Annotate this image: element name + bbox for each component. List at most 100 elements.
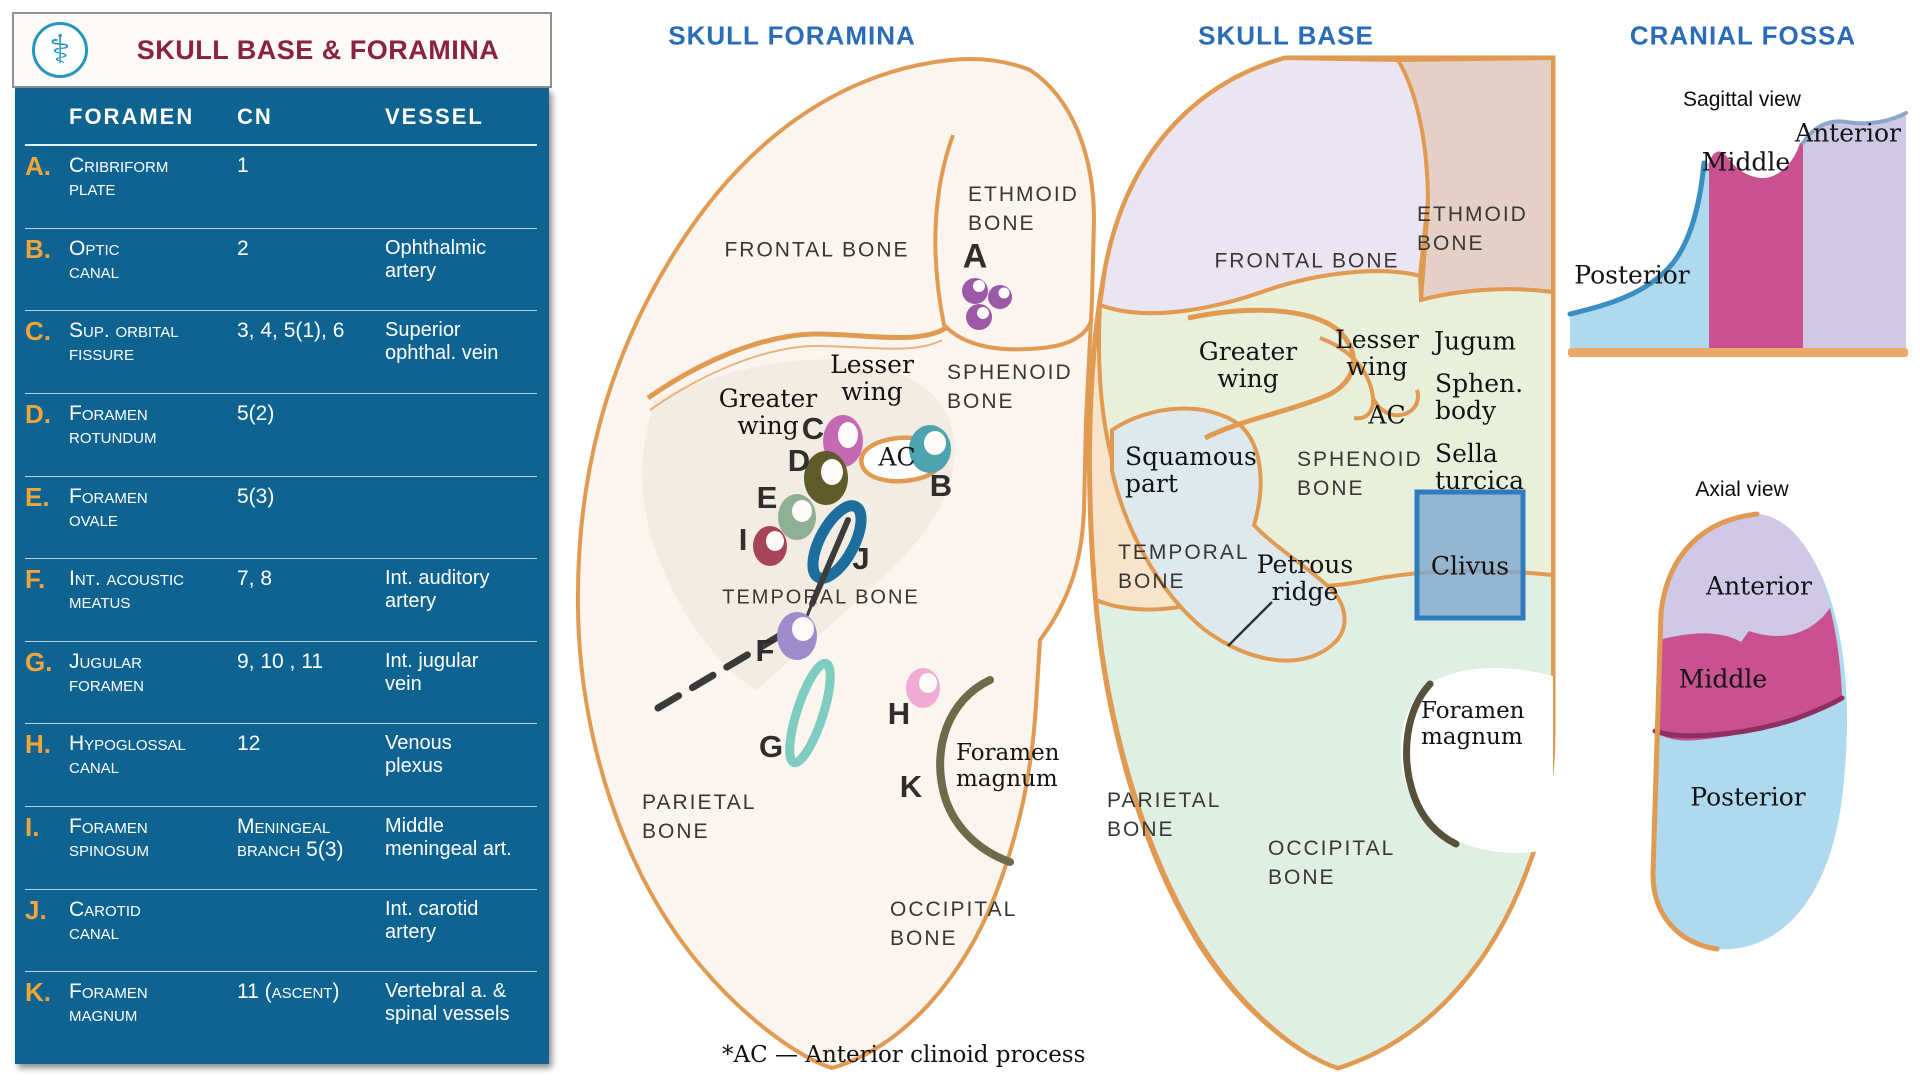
marker-letter-j: J xyxy=(852,541,870,576)
cell-foramen: Foramen magnum xyxy=(69,980,148,1027)
foramen-marker-B xyxy=(909,425,951,473)
table-title: SKULL BASE & FORAMINA xyxy=(136,34,500,65)
lesser-wing-curve xyxy=(1319,336,1376,421)
base-label-sphenoid: SPHENOID BONE xyxy=(1297,448,1423,500)
base-label-sphen-body: Sphen. body xyxy=(1435,369,1524,425)
cell-vessel: Int. carotid artery xyxy=(385,897,479,943)
base-label-squamous-part: Squamous part xyxy=(1125,442,1257,498)
greater-wing-curve xyxy=(1187,307,1356,441)
cell-foramen: Foramen ovale xyxy=(69,484,148,531)
axial-middle-label: Middle xyxy=(1678,664,1768,694)
sagittal-posterior-label: Posterior xyxy=(1574,260,1690,290)
column-header-cn: CN xyxy=(237,104,273,129)
cell-cn: 1 xyxy=(237,154,249,177)
ethmoid-pocket-curve xyxy=(933,134,1094,352)
axial-posterior-label: Posterior xyxy=(1690,782,1806,812)
marker-letter-d: D xyxy=(787,443,811,478)
frontal-divider-curve-2 xyxy=(649,339,943,411)
base-foramen-magnum-arc xyxy=(1403,680,1460,848)
label-greater-wing: Greater wing xyxy=(718,384,818,440)
base-label-occipital: OCCIPITAL BONE xyxy=(1268,837,1396,889)
sagittal-posterior-edge xyxy=(1567,160,1707,317)
cell-vessel xyxy=(385,154,537,228)
cell-foramen: Optic canal xyxy=(69,236,120,283)
skull-foramina-drawing xyxy=(575,57,1097,1071)
base-label-lesser-wing: Lesser wing xyxy=(1335,325,1419,381)
foramen-marker-H xyxy=(906,668,940,708)
base-label-parietal: PARIETAL BONE xyxy=(1107,789,1222,841)
panel-title-skull-base: SKULL BASE xyxy=(1198,20,1374,51)
cell-cn: 7, 8 xyxy=(237,567,273,591)
foramen-marker-E xyxy=(778,494,816,540)
cell-vessel: Venous plexus xyxy=(385,732,452,778)
axial-middle-fossa xyxy=(1655,608,1842,741)
marker-letter-i: I xyxy=(738,522,748,557)
label-ethmoid-bone: ETHMOID BONE xyxy=(968,183,1079,235)
marker-letter-g: G xyxy=(758,729,784,764)
label-temporal-bone: TEMPORAL BONE xyxy=(722,586,920,609)
cell-foramen: Carotid canal xyxy=(69,897,141,944)
marker-letter-e: E xyxy=(756,480,778,515)
label-ac: AC xyxy=(878,442,916,472)
cell-cn: 11 (ascent) xyxy=(237,980,340,1004)
base-label-ethmoid: ETHMOID BONE xyxy=(1417,203,1528,255)
cell-letter: B. xyxy=(25,233,51,264)
cell-vessel: Ophthalmic artery xyxy=(385,236,487,282)
base-label-ac: AC xyxy=(1368,400,1406,430)
label-parietal-bone: PARIETAL BONE xyxy=(642,791,757,843)
cell-foramen: Foramen spinosum xyxy=(69,815,150,862)
foramen-marker-I xyxy=(753,526,787,566)
foramen-magnum-arc xyxy=(936,676,1014,866)
sagittal-anterior-label: Anterior xyxy=(1795,118,1901,148)
table-row: D. Foramen rotundum 5(2) xyxy=(25,392,537,476)
table-row: B. Optic canal 2 Ophthalmic artery xyxy=(25,227,537,311)
cell-letter: D. xyxy=(25,398,51,429)
label-frontal-bone: FRONTAL BONE xyxy=(724,238,910,262)
axial-left-edge xyxy=(1650,511,1760,952)
cell-cn: 9, 10 , 11 xyxy=(237,649,324,673)
cell-cn: 3, 4, 5(1), 6 xyxy=(237,319,345,343)
frontal-divider-curve xyxy=(646,325,948,401)
cell-letter: J. xyxy=(25,894,47,925)
axial-view-heading: Axial view xyxy=(1695,478,1789,501)
cell-letter: F. xyxy=(25,564,46,595)
base-label-temporal: TEMPORAL BONE xyxy=(1118,541,1250,593)
cell-vessel: Int. auditory artery xyxy=(385,567,490,613)
cell-vessel: Vertebral a. & spinal vessels xyxy=(385,980,510,1026)
cell-vessel xyxy=(385,402,537,476)
cell-vessel: Superior ophthal. vein xyxy=(385,319,499,365)
axial-anterior-fossa xyxy=(1659,514,1830,642)
reference-table-panel: ⚕ SKULL BASE & FORAMINA FORAMEN CN VESSE… xyxy=(12,12,552,1064)
cell-cn: 5(2) xyxy=(237,401,275,425)
base-label-frontal: FRONTAL BONE xyxy=(1214,249,1400,273)
cranial-fossa-axial-drawing xyxy=(1650,511,1847,952)
marker-letter-f: F xyxy=(755,633,775,668)
axial-anterior-label: Anterior xyxy=(1706,571,1812,601)
cell-foramen: Sup. orbital fissure xyxy=(69,319,179,366)
cell-foramen: Foramen rotundum xyxy=(69,401,157,448)
foramen-marker-A xyxy=(962,278,1012,330)
clivus-highlight-box xyxy=(1414,489,1526,621)
label-foramen-magnum: Foramen magnum xyxy=(956,740,1060,792)
cell-foramen: Int. acoustic meatus xyxy=(69,567,185,614)
marker-letter-a: A xyxy=(962,237,988,276)
sagittal-middle-fossa xyxy=(1709,143,1803,348)
label-occipital-bone: OCCIPITAL BONE xyxy=(890,898,1018,950)
sagittal-posterior-fossa xyxy=(1570,163,1709,348)
axial-middle-bottom-edge xyxy=(1652,695,1845,739)
cell-cn: 2 xyxy=(237,236,249,260)
rod-of-asclepius-icon: ⚕ xyxy=(32,22,88,78)
petrous-ridge-pointer xyxy=(1227,601,1273,647)
footnote-ac: *AC — Anterior clinoid process xyxy=(722,1042,1086,1068)
label-sphenoid-bone: SPHENOID BONE xyxy=(947,361,1073,413)
cell-letter: H. xyxy=(25,729,51,760)
base-label-greater-wing: Greater wing xyxy=(1198,337,1298,393)
